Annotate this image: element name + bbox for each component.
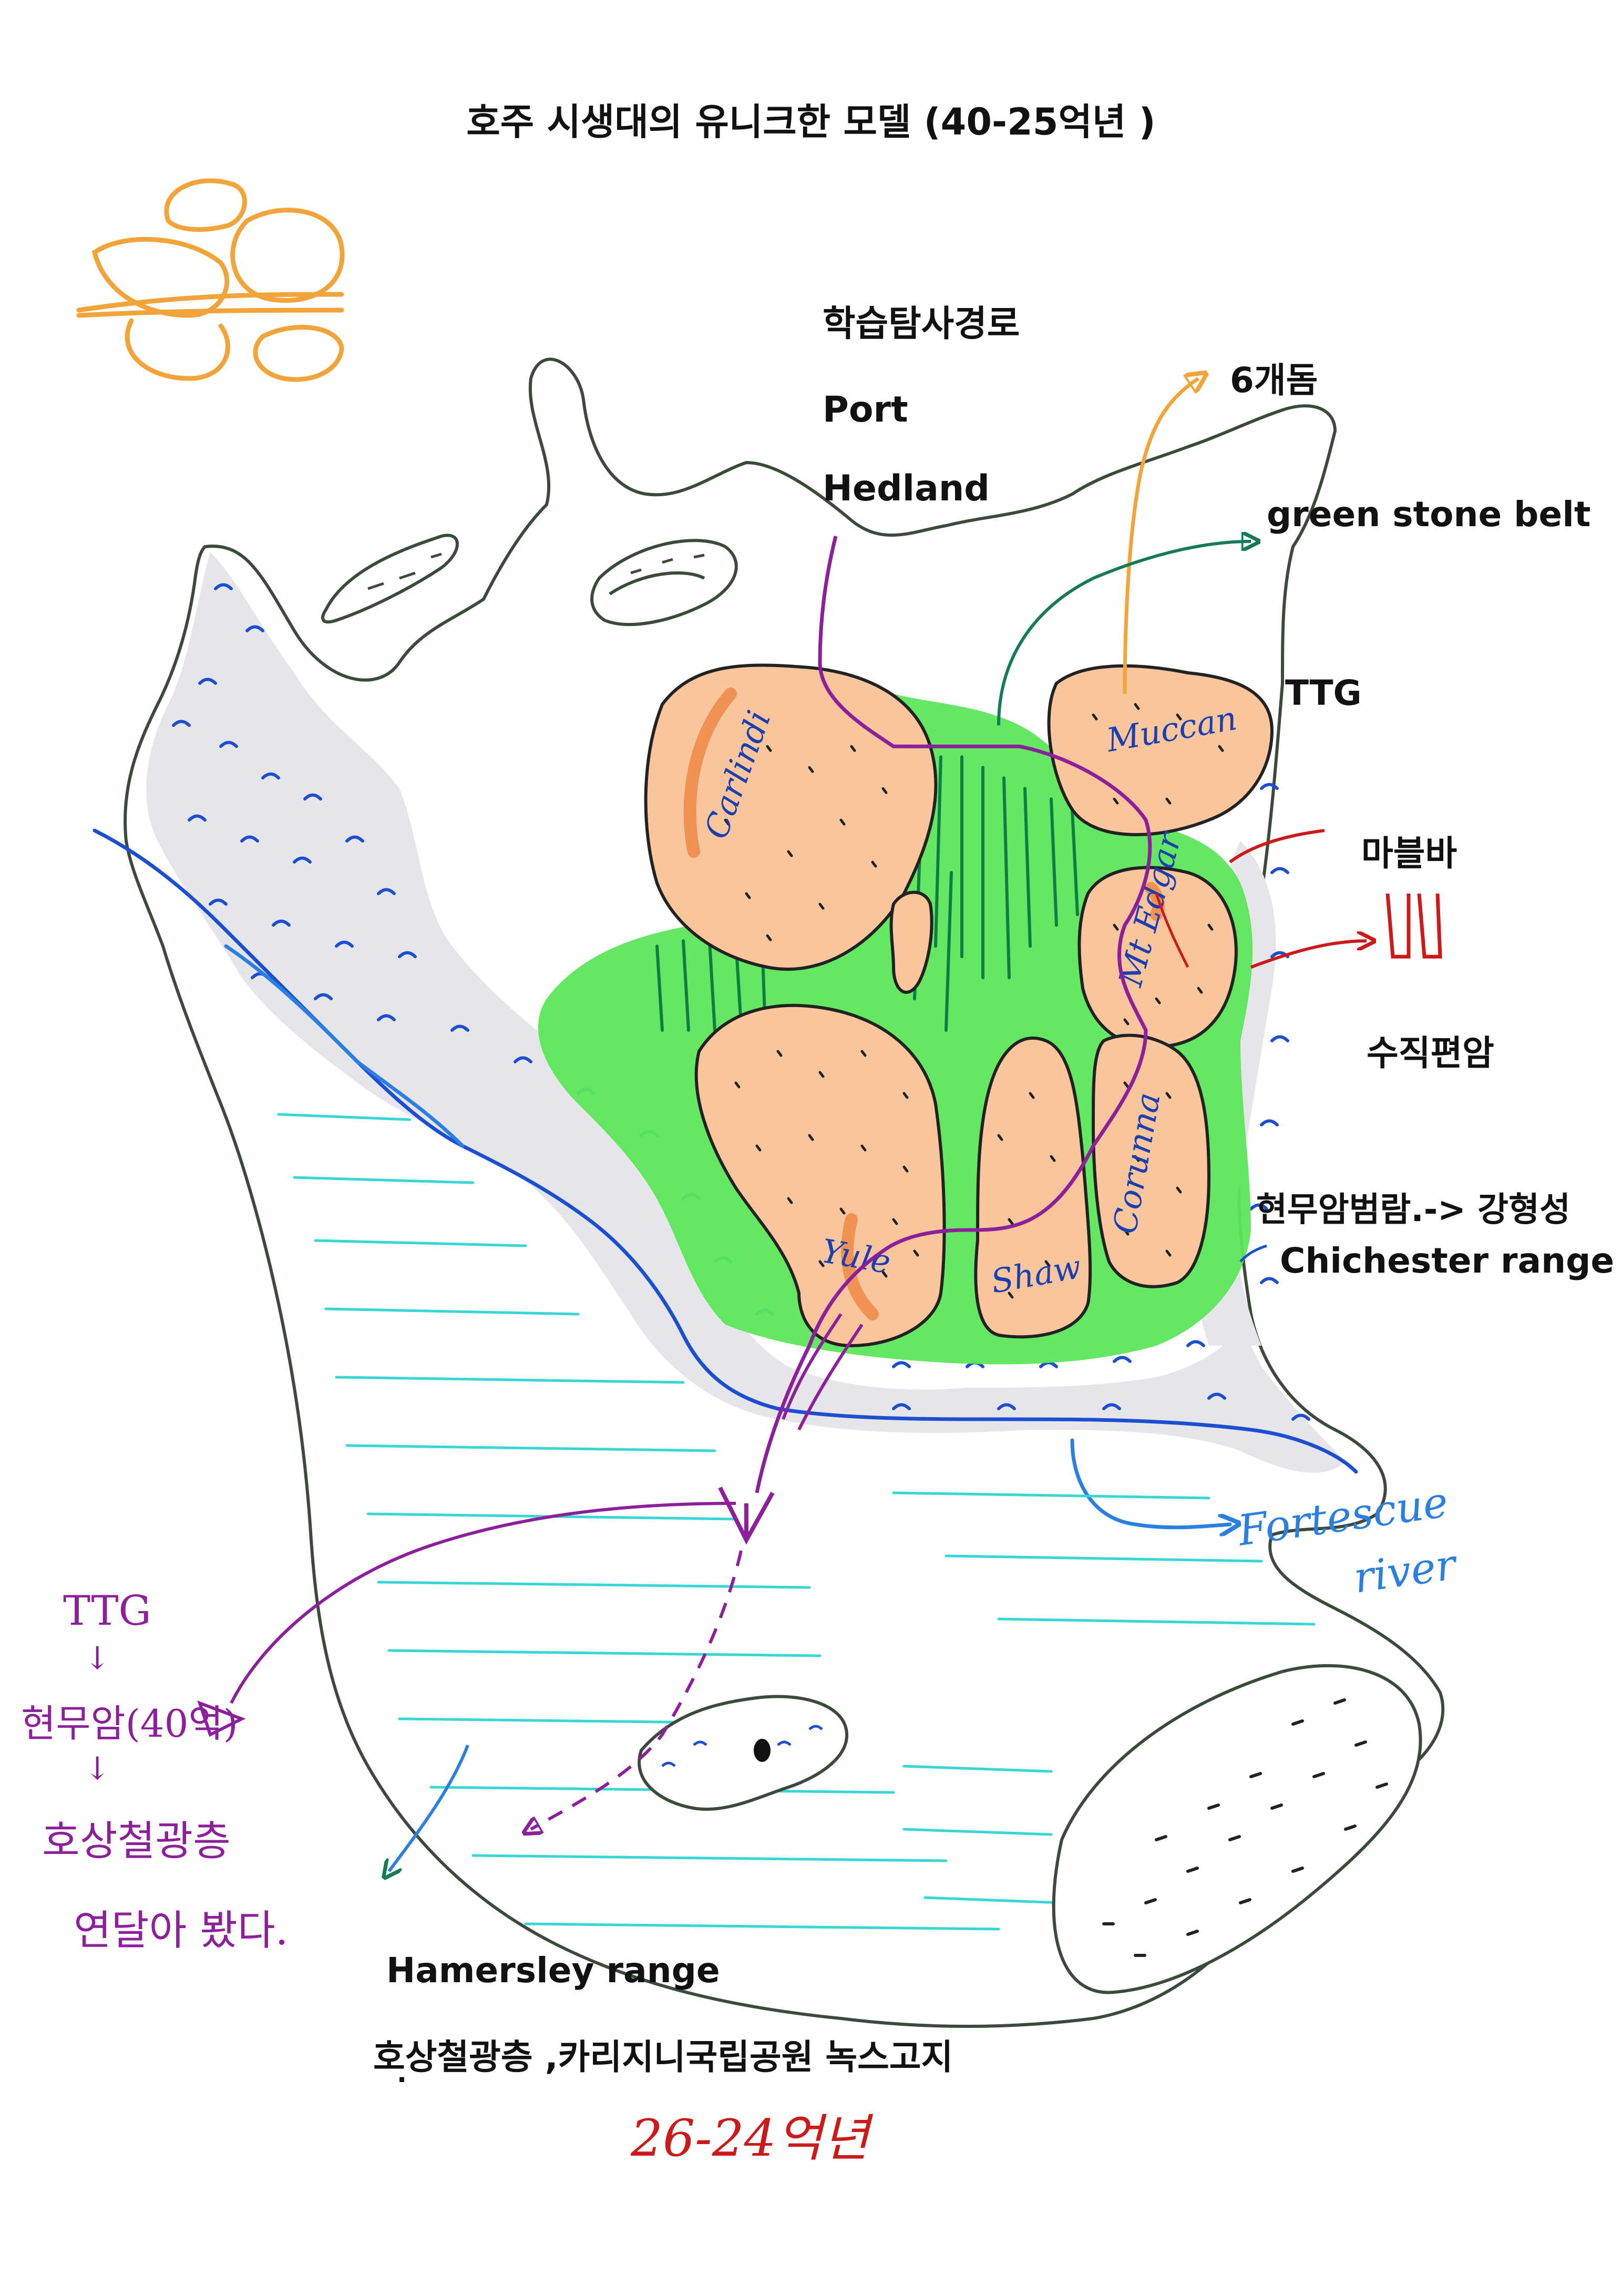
chichester-pointer <box>1239 1244 1267 1263</box>
route-title-label: 학습탐사경로 <box>823 303 1020 345</box>
basalt-flood-label: 현무암범람.-> 강형성 <box>1256 1191 1570 1229</box>
lake-waves <box>661 1725 823 1767</box>
greenstone-label: green stone belt <box>1267 494 1591 535</box>
exploration-route <box>755 536 1152 1493</box>
map-title: 호주 시생대의 유니크한 모델 (40-25억년 ) <box>466 100 1156 144</box>
age-label: 26-24억년 <box>631 2109 869 2168</box>
fortescue-arrow <box>1070 1438 1230 1528</box>
chichester-label: Chichester range <box>1280 1241 1615 1281</box>
route-branch <box>782 1313 864 1431</box>
side-note-arrow-1: ↓ <box>84 1640 111 1677</box>
route-dashed-continuation <box>531 1550 743 1829</box>
domes-label: 6개돔 <box>1230 360 1318 401</box>
hamersley-label: Hamersley range <box>386 1950 720 1991</box>
stray-dot: . <box>397 2058 407 2088</box>
side-note-arrow <box>230 1502 736 1704</box>
hamersley-pointer <box>389 1744 469 1871</box>
side-note-arrow-2: ↓ <box>84 1750 111 1787</box>
orange-doodle-logo <box>76 178 345 382</box>
lake-island <box>754 1739 771 1762</box>
marble-bar-pointer <box>1229 829 1325 864</box>
hedland-label: Hedland <box>823 468 990 509</box>
dome-small <box>889 890 933 994</box>
greenstone-pointer-arrow <box>997 541 1251 726</box>
dome-speckles <box>724 703 1224 1299</box>
coastal-river <box>93 828 1358 1474</box>
vertical-gneiss-glyph <box>1385 893 1442 959</box>
side-note-seen: 연달아 봤다. <box>74 1907 289 1954</box>
bif-karijini-label: 호상철광층 ,카리지니국립공원 녹스고지 <box>373 2037 953 2077</box>
inland-lake <box>638 1695 849 1811</box>
vertical-gneiss-arrow <box>1250 941 1367 969</box>
route-arrowhead <box>718 1487 775 1545</box>
southeast-basin-dots <box>1102 1698 1388 1957</box>
side-note-arrowhead <box>197 1700 246 1737</box>
side-note-basalt: 현무암(40억) <box>21 1702 238 1746</box>
island-texture <box>367 552 705 590</box>
greenstone-hatch <box>655 755 1079 1032</box>
dome-yule <box>694 1003 946 1348</box>
marble-bar-label: 마블바 <box>1361 833 1457 874</box>
dome-shaw <box>974 1037 1092 1339</box>
southeast-basin <box>1052 1664 1422 1994</box>
rivers <box>93 828 1358 1528</box>
fortescue-river <box>224 944 465 1148</box>
grey-sediment-basin-west <box>146 552 1346 1473</box>
northern-islands <box>321 534 738 627</box>
side-note-bif: 호상철광층 <box>42 1818 231 1865</box>
domes-pointer-arrow <box>1123 378 1198 694</box>
dome-edgar <box>1077 866 1238 1049</box>
vertical-gneiss-label: 수직편암 <box>1367 1033 1494 1073</box>
port-label: Port <box>823 389 908 430</box>
marble-bar-tick <box>1155 893 1189 968</box>
side-note-ttg: TTG <box>63 1587 151 1635</box>
ttg-label: TTG <box>1285 673 1362 713</box>
dome-muccan <box>1047 664 1274 836</box>
